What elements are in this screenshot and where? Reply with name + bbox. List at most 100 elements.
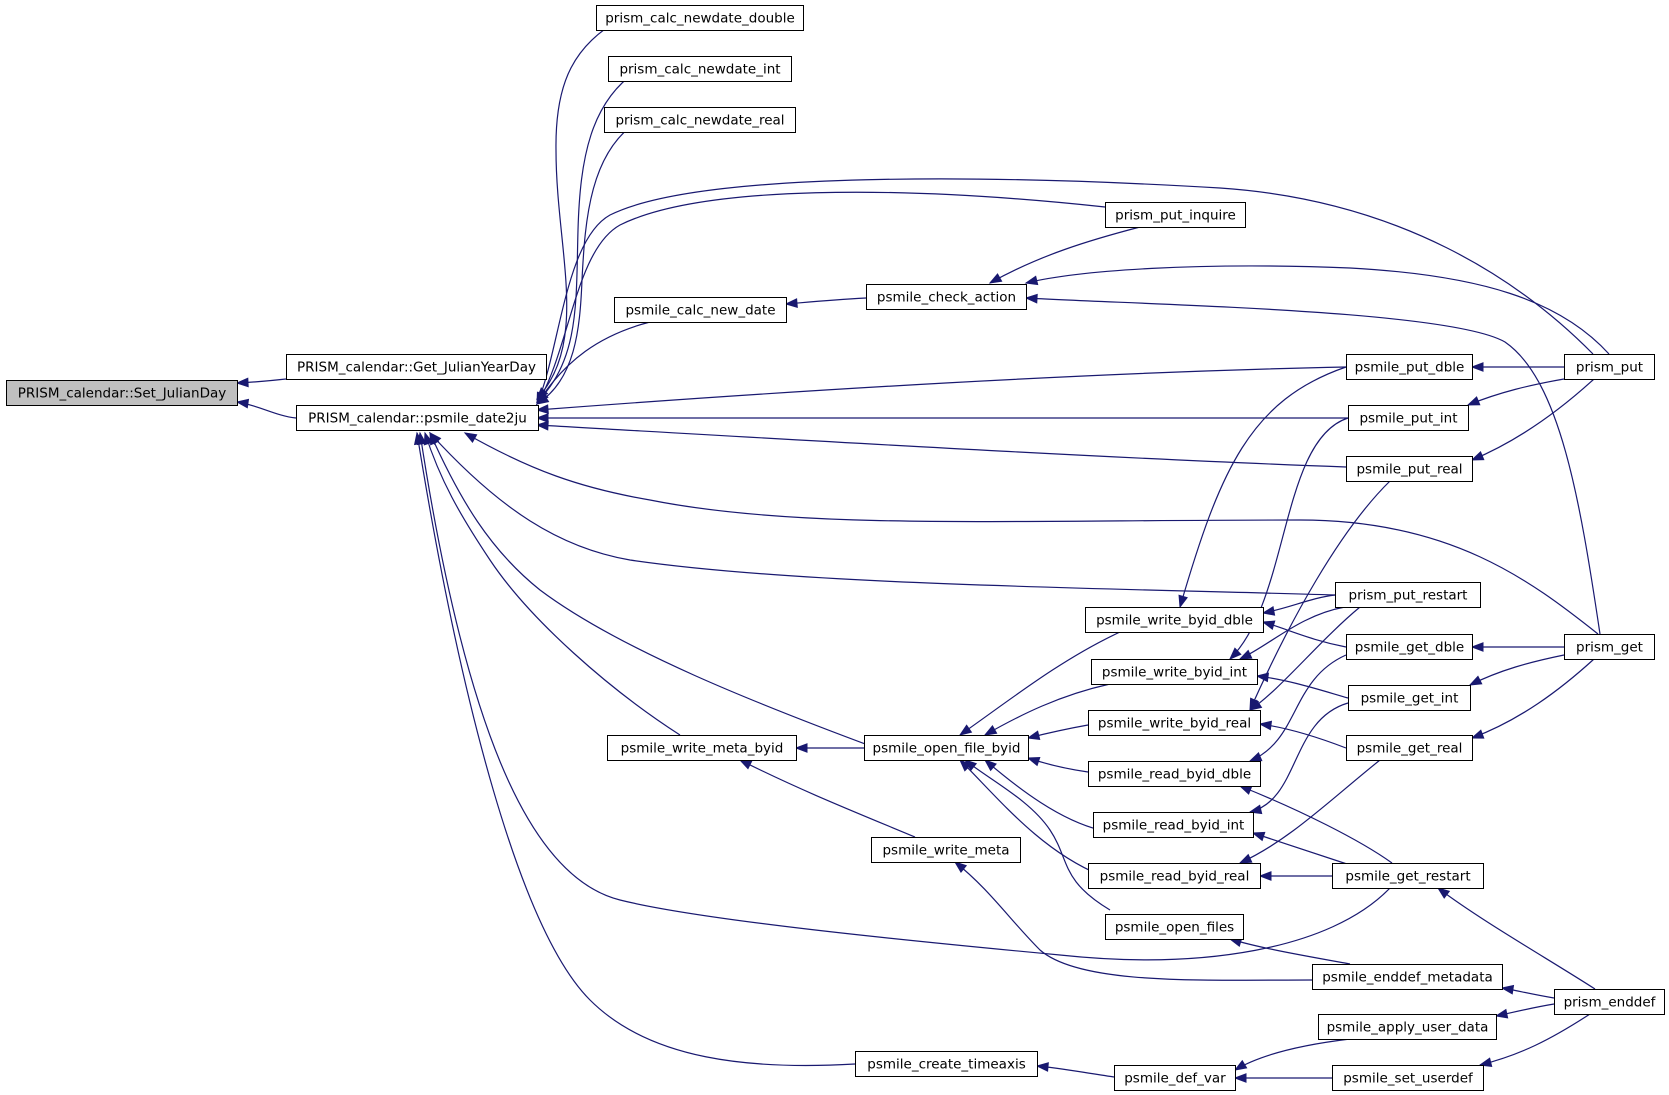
function-node-psmile-read-byid-dble[interactable]: psmile_read_byid_dble: [1088, 761, 1261, 787]
node-box: [1564, 354, 1655, 380]
function-node-psmile-write-meta[interactable]: psmile_write_meta: [871, 837, 1021, 863]
node-box: [1091, 659, 1258, 685]
function-node-psmile-open-file-byid[interactable]: psmile_open_file_byid: [864, 735, 1029, 761]
function-node-psmile-get-int[interactable]: psmile_get_int: [1348, 685, 1471, 711]
node-label: prism_enddef: [1564, 995, 1657, 1011]
arrow-head: [1466, 396, 1481, 406]
function-node-psmile-read-byid-int[interactable]: psmile_read_byid_int: [1093, 812, 1254, 838]
arrow-head: [463, 432, 478, 443]
arrow-head: [235, 377, 249, 388]
node-box: [1088, 761, 1261, 787]
function-node-psmile-write-byid-dble[interactable]: psmile_write_byid_dble: [1085, 607, 1264, 633]
function-node-psmile-write-byid-int[interactable]: psmile_write_byid_int: [1091, 659, 1258, 685]
node-box: [1346, 354, 1473, 380]
call-edge: [536, 191, 1106, 405]
arrow-head: [413, 431, 424, 446]
node-box: [871, 837, 1021, 863]
arrow-head: [1024, 275, 1039, 286]
node-box: [1318, 1014, 1497, 1040]
function-node-psmile-get-dble[interactable]: psmile_get_dble: [1346, 634, 1473, 660]
function-node-psmile-read-byid-real[interactable]: psmile_read_byid_real: [1088, 863, 1261, 889]
function-node-psmile-open-files[interactable]: psmile_open_files: [1105, 914, 1244, 940]
function-node-prism-enddef[interactable]: prism_enddef: [1554, 989, 1665, 1015]
call-edge: [536, 68, 641, 403]
function-node-psmile-apply-user-data[interactable]: psmile_apply_user_data: [1318, 1014, 1497, 1040]
arrow-head: [1500, 984, 1515, 995]
call-edge: [1437, 887, 1596, 990]
function-node-psmile-get-real[interactable]: psmile_get_real: [1346, 735, 1473, 761]
arrow-head: [1238, 853, 1253, 864]
arrow-head: [1178, 594, 1188, 609]
function-node-psmile-calc-new-date[interactable]: psmile_calc_new_date: [614, 297, 787, 323]
function-node-psmile-write-meta-byid[interactable]: psmile_write_meta_byid: [607, 735, 797, 761]
node-label: prism_get: [1576, 640, 1643, 656]
function-node-psmile-write-byid-real[interactable]: psmile_write_byid_real: [1088, 710, 1261, 736]
call-edge: [1025, 265, 1610, 355]
node-label: PRISM_calendar::Get_JulianYearDay: [297, 360, 536, 376]
node-label: psmile_write_byid_int: [1102, 665, 1247, 681]
function-node-prism-put-restart[interactable]: prism_put_restart: [1335, 582, 1481, 608]
node-box: [1105, 202, 1246, 228]
arrow-head: [1494, 1008, 1509, 1019]
node-box: [286, 354, 547, 380]
function-node-get-julianyearday[interactable]: PRISM_calendar::Get_JulianYearDay: [286, 354, 547, 380]
node-box: [604, 107, 796, 133]
function-node-psmile-put-real[interactable]: psmile_put_real: [1346, 456, 1473, 482]
call-edge: [1262, 621, 1347, 648]
node-label: psmile_open_file_byid: [873, 741, 1021, 757]
arrow-head: [983, 759, 997, 772]
node-label: prism_put_restart: [1349, 588, 1468, 604]
node-box: [596, 5, 804, 31]
function-node-psmile-set-userdef[interactable]: psmile_set_userdef: [1332, 1065, 1484, 1091]
node-box: [296, 405, 539, 431]
arrow-head: [1024, 293, 1038, 304]
function-node-prism-get[interactable]: prism_get: [1564, 634, 1655, 660]
node-label: PRISM_calendar::Set_JulianDay: [18, 386, 226, 402]
function-node-prism-calc-newdate-double[interactable]: prism_calc_newdate_double: [596, 5, 804, 31]
node-box: [1312, 964, 1503, 990]
node-box: [607, 735, 797, 761]
arrow-head: [1261, 606, 1276, 616]
function-node-psmile-put-int[interactable]: psmile_put_int: [1348, 405, 1469, 431]
call-edge: [1256, 675, 1349, 699]
call-edge: [1249, 606, 1361, 711]
call-edge: [1179, 366, 1347, 608]
call-edge: [954, 861, 1313, 981]
function-node-prism-calc-newdate-int[interactable]: prism_calc_newdate_int: [608, 56, 792, 82]
node-label: prism_calc_newdate_real: [615, 113, 784, 129]
function-node-psmile-create-timeaxis[interactable]: psmile_create_timeaxis: [855, 1051, 1038, 1077]
function-node-psmile-put-dble[interactable]: psmile_put_dble: [1346, 354, 1473, 380]
arrow-head: [536, 391, 548, 406]
call-edge: [1469, 654, 1565, 686]
node-label: psmile_create_timeaxis: [867, 1057, 1025, 1073]
node-box: [1085, 607, 1264, 633]
node-label: PRISM_calendar::psmile_date2ju: [308, 411, 527, 427]
call-edge: [419, 432, 1391, 961]
function-node-psmile-date2ju[interactable]: PRISM_calendar::psmile_date2ju: [296, 405, 539, 431]
function-node-psmile-check-action[interactable]: psmile_check_action: [866, 284, 1027, 310]
function-node-prism-calc-newdate-real[interactable]: prism_calc_newdate_real: [604, 107, 796, 133]
call-edge: [1239, 785, 1393, 864]
function-node-psmile-def-var[interactable]: psmile_def_var: [1114, 1065, 1236, 1091]
function-node-psmile-enddef-metadata[interactable]: psmile_enddef_metadata: [1312, 964, 1503, 990]
node-label: psmile_set_userdef: [1343, 1071, 1474, 1087]
function-node-prism-put[interactable]: prism_put: [1564, 354, 1655, 380]
function-node-set-julianday[interactable]: PRISM_calendar::Set_JulianDay: [6, 380, 238, 406]
arrow-head: [1238, 649, 1253, 660]
node-box: [864, 735, 1029, 761]
function-node-psmile-get-restart[interactable]: psmile_get_restart: [1332, 863, 1484, 889]
call-edge: [984, 683, 1111, 736]
call-edge: [984, 759, 1101, 831]
node-layer: PRISM_calendar::Set_JulianDayPRISM_calen…: [6, 5, 1665, 1091]
node-label: psmile_get_real: [1357, 741, 1463, 757]
function-node-prism-put-inquire[interactable]: prism_put_inquire: [1105, 202, 1246, 228]
call-edge: [1471, 658, 1595, 739]
node-box: [1093, 812, 1254, 838]
node-label: psmile_write_meta_byid: [621, 741, 784, 757]
node-label: prism_put: [1576, 360, 1643, 376]
node-label: prism_calc_newdate_double: [605, 11, 795, 27]
call-edge: [464, 432, 1599, 635]
arrow-head: [1470, 451, 1485, 461]
call-edge: [1249, 702, 1349, 813]
